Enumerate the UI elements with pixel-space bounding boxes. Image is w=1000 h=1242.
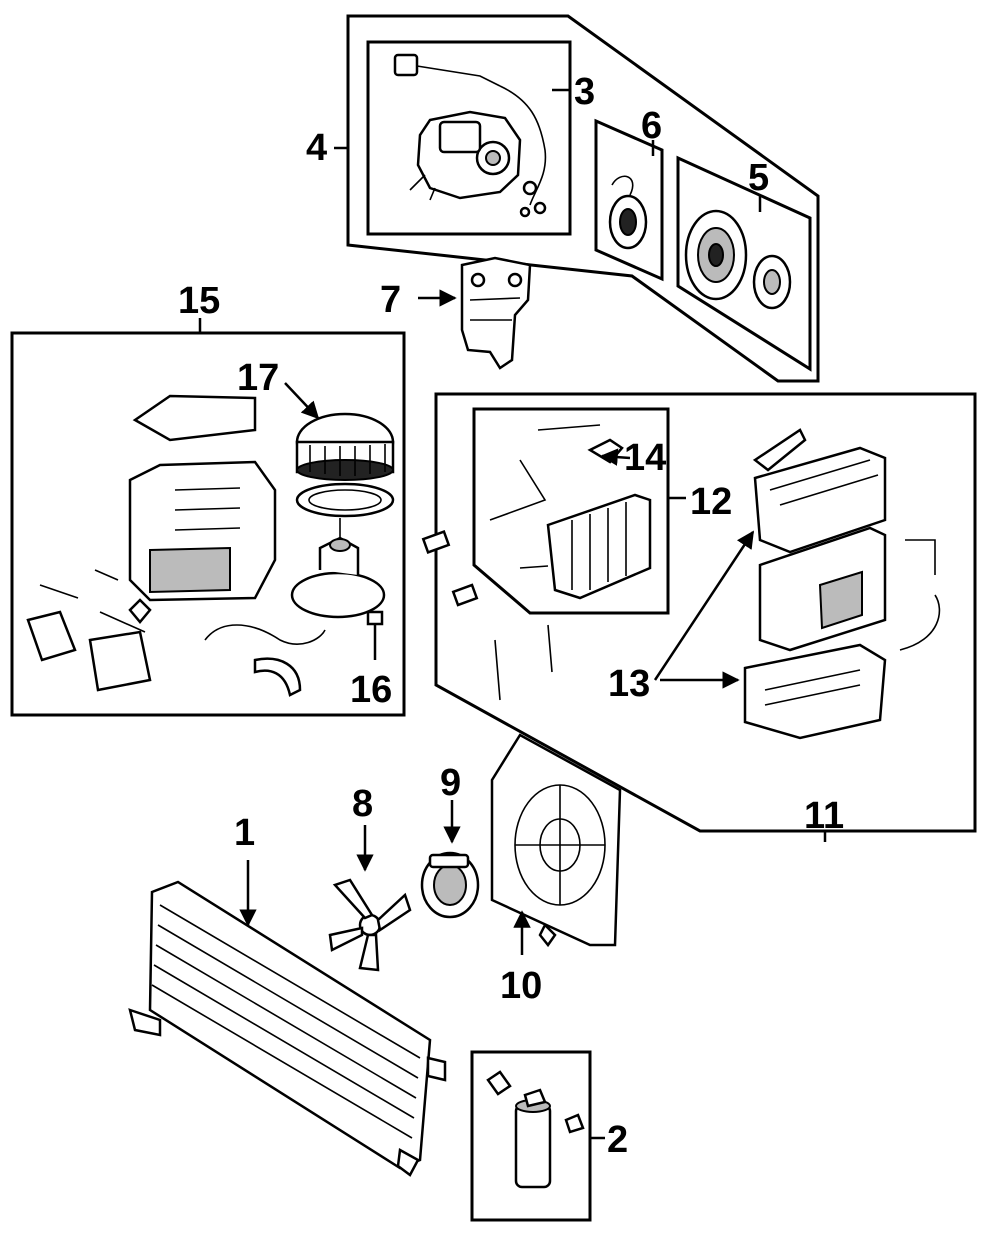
callout-14: 14 [624,437,666,479]
receiver-drier-box [470,1050,592,1222]
callout-5: 5 [748,157,769,199]
callout-1: 1 [234,812,255,854]
compressor-bracket-icon [460,256,532,370]
evaporator-case-upper-icon [752,428,887,554]
clutch-pulley-box [676,155,812,372]
callout-15: 15 [178,280,220,322]
callout-13: 13 [608,663,650,705]
callout-8: 8 [352,783,373,825]
callout-17: 17 [237,357,279,399]
callout-labels: 1 2 3 4 5 6 7 8 9 10 11 12 13 14 15 16 1… [178,71,844,1161]
callout-9: 9 [440,762,461,804]
evaporator-assembly-box [434,392,977,833]
compressor-assembly-box [346,14,820,383]
evaporator-case-middle-icon [758,526,887,652]
fan-shroud-icon [490,733,622,948]
blower-group [10,318,406,717]
blower-seal-ring-icon [295,482,395,518]
callout-2: 2 [607,1119,628,1161]
callout-3: 3 [574,71,595,113]
receiver-drier-icon [486,1070,585,1189]
clutch-coil-icon [608,175,648,250]
condenser-icon [128,880,447,1177]
condenser-group [128,733,622,1222]
callout-12: 12 [690,481,732,523]
evaporator-misc-parts-icon [421,530,941,701]
evaporator-core-box [472,407,670,615]
blower-housing-icon [128,394,277,624]
clutch-coil-box [594,118,664,282]
callout-16: 16 [350,669,392,711]
clutch-pulley-icon [684,209,792,310]
blower-assembly-box [10,331,406,717]
evaporator-case-lower-icon [743,643,887,740]
fan-blade-icon [328,878,412,972]
compressor-icon [393,53,547,218]
callout-4: 4 [306,127,327,169]
callout-7: 7 [380,279,401,321]
evaporator-group [421,392,977,842]
callout-11: 11 [804,795,844,837]
resistor-and-wiring-icon [26,569,326,697]
blower-fan-icon [295,412,395,481]
compressor-box [366,40,572,236]
callout-10: 10 [500,965,542,1007]
fan-motor-icon [420,851,480,919]
callout-6: 6 [641,105,662,147]
compressor-group [334,14,820,383]
blower-motor-icon [290,518,386,626]
